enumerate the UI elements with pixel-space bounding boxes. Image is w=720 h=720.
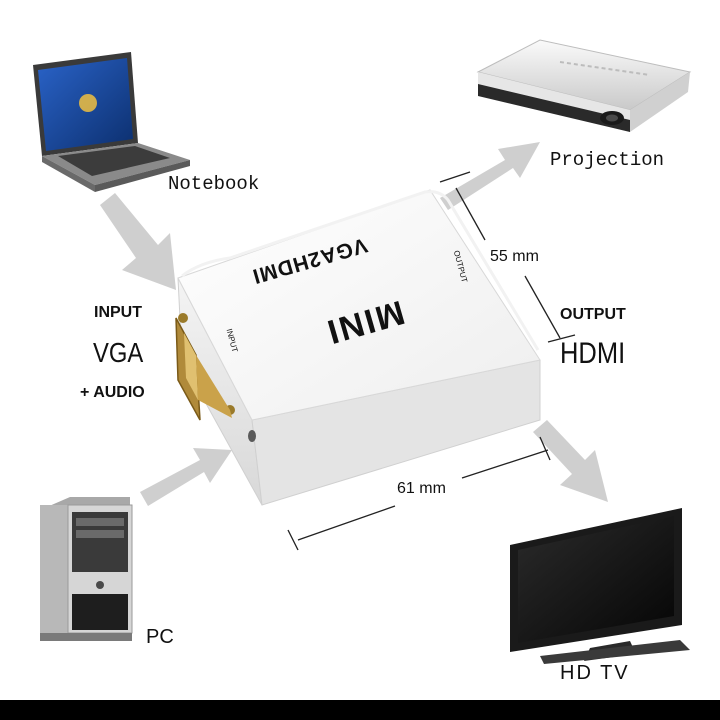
width-dimension-label: 61 mm: [397, 480, 446, 497]
input-title: INPUT: [94, 304, 142, 321]
tv-icon: [510, 508, 690, 664]
projector-icon: [476, 39, 692, 132]
output-title: OUTPUT: [560, 306, 626, 323]
dimension-width-line: [287, 436, 551, 551]
depth-dimension-label: 55 mm: [490, 248, 539, 265]
input-type: VGA: [93, 337, 144, 368]
tv-label: HD TV: [560, 662, 630, 684]
projection-label: Projection: [550, 149, 665, 171]
adapter-box: [177, 189, 541, 506]
vga-port: [175, 313, 235, 421]
audio-jack: [248, 430, 256, 442]
bottom-black-bar: [0, 700, 720, 720]
pc-label: PC: [146, 626, 174, 648]
arrow-pc-to-adapter: [140, 448, 232, 506]
output-type: HDMI: [560, 337, 626, 370]
dimension-depth-line: [439, 171, 576, 343]
arrow-adapter-to-tv: [533, 420, 608, 502]
notebook-icon: [33, 52, 190, 192]
pc-icon: [40, 497, 133, 641]
arrow-adapter-to-projection: [440, 142, 540, 210]
arrow-notebook-to-adapter: [100, 193, 176, 290]
input-extra: + AUDIO: [80, 384, 145, 401]
notebook-label: Notebook: [168, 173, 260, 195]
